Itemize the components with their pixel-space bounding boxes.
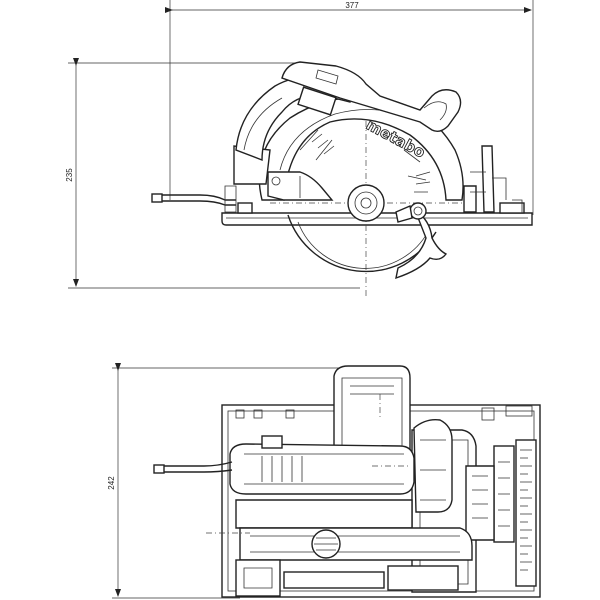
handle-top — [229, 435, 415, 495]
lower-housing-top — [235, 499, 473, 561]
length-dimension: 377 — [165, 0, 534, 215]
lower-guard-side — [395, 208, 448, 280]
width-dimension-label: 242 — [107, 476, 116, 490]
side-view: 377 235 — [65, 0, 534, 296]
motor-housing-side — [267, 171, 334, 201]
height-dimension-label: 235 — [65, 168, 74, 182]
top-handle-side — [281, 61, 462, 133]
bottom-left-block-top — [235, 559, 459, 597]
width-dimension: 242 — [107, 363, 340, 599]
power-cord-side — [151, 185, 237, 213]
arbor-side — [347, 184, 385, 222]
front-guide-side — [463, 145, 507, 213]
front-knob-top — [413, 418, 453, 513]
top-view: 242 — [107, 363, 541, 599]
length-dimension-label: 377 — [345, 1, 359, 10]
center-marks-top — [206, 394, 410, 534]
base-plate-side — [221, 199, 533, 226]
power-cord-top — [153, 461, 233, 474]
bevel-scale-top — [493, 439, 537, 587]
bevel-knob-side — [395, 202, 427, 223]
height-dimension: 235 — [65, 58, 360, 289]
